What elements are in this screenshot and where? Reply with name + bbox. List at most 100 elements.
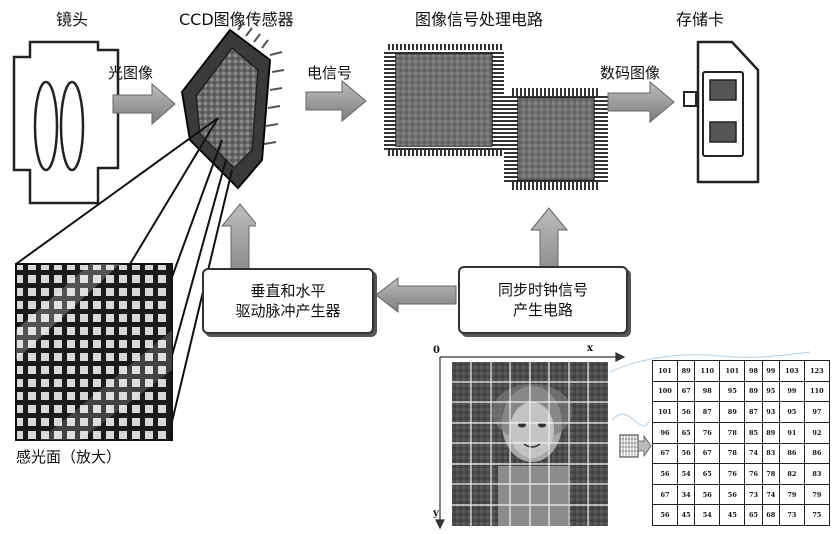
- matrix-cell: 56: [677, 442, 696, 465]
- matrix-cell: 76: [694, 421, 721, 444]
- matrix-cell: 99: [778, 380, 805, 403]
- arrow-clock-to-driver: [375, 276, 457, 314]
- matrix-cell: 78: [761, 463, 780, 485]
- light-image-label: 光图像: [108, 64, 154, 82]
- matrix-cell: 83: [803, 463, 831, 485]
- matrix-cell: 34: [677, 483, 696, 506]
- ccd-chip-icon: [180, 21, 285, 190]
- photosurface-grid: [15, 263, 173, 441]
- matrix-cell: 45: [677, 504, 696, 526]
- driver-box-line2: 驱动脉冲产生器: [235, 302, 341, 320]
- matrix-cell: 76: [719, 463, 746, 485]
- matrix-cell: 65: [694, 463, 721, 485]
- matrix-cell: 76: [744, 463, 763, 485]
- matrix-cell: 73: [744, 483, 763, 506]
- matrix-cell: 65: [677, 421, 696, 444]
- driver-box-line1: 垂直和水平: [250, 282, 326, 300]
- matrix-cell: 85: [744, 421, 763, 444]
- arrow-ccd-to-isp: [305, 79, 367, 123]
- matrix-cell: 100: [651, 380, 679, 403]
- lens-label: 镜头: [56, 10, 89, 29]
- matrix-cell: 65: [744, 504, 763, 526]
- driver-pulse-generator-box: 垂直和水平 驱动脉冲产生器: [202, 268, 374, 334]
- matrix-cell: 110: [803, 380, 831, 403]
- matrix-cell: 97: [803, 401, 831, 423]
- matrix-cell: 79: [803, 483, 831, 506]
- matrix-cell: 54: [677, 463, 696, 485]
- matrix-cell: 101: [651, 401, 679, 423]
- matrix-cell: 89: [677, 360, 696, 382]
- arrow-isp-to-card: [607, 80, 675, 124]
- clock-box-line1: 同步时钟信号: [497, 281, 588, 299]
- photosurface-label: 感光面（放大）: [16, 448, 122, 466]
- matrix-cell: 110: [694, 360, 721, 382]
- isp-chip-large-icon: [384, 44, 504, 156]
- matrix-cell: 78: [719, 421, 746, 444]
- matrix-cell: 74: [761, 483, 780, 506]
- matrix-cell: 92: [803, 421, 831, 444]
- matrix-cell: 79: [778, 483, 805, 506]
- matrix-cell: 67: [651, 442, 679, 465]
- matrix-cell: 91: [778, 421, 805, 444]
- axis-x-label: x: [587, 343, 593, 354]
- matrix-cell: 56: [694, 483, 721, 506]
- matrix-cell: 96: [651, 421, 679, 444]
- matrix-cell: 73: [778, 504, 805, 526]
- matrix-cell: 83: [761, 442, 780, 465]
- matrix-cell: 123: [803, 360, 831, 382]
- matrix-cell: 86: [778, 442, 805, 465]
- matrix-cell: 56: [677, 401, 696, 423]
- clock-box-line2: 产生电路: [512, 301, 573, 319]
- matrix-cell: 103: [778, 360, 805, 382]
- matrix-cell: 54: [694, 504, 721, 526]
- matrix-cell: 87: [744, 401, 763, 423]
- matrix-cell: 101: [719, 360, 746, 382]
- matrix-cell: 98: [694, 380, 721, 403]
- sync-clock-circuit-box: 同步时钟信号 产生电路: [458, 266, 628, 334]
- matrix-cell: 87: [694, 401, 721, 423]
- pixel-grid-icon: [619, 434, 652, 458]
- masked-region: [256, 188, 506, 248]
- electric-signal-label: 电信号: [307, 64, 353, 82]
- matrix-cell: 56: [651, 504, 679, 526]
- axis-y-label: y: [433, 508, 439, 519]
- axis-origin-label: 0: [433, 345, 440, 356]
- matrix-cell: 67: [694, 442, 721, 465]
- memory-card-icon: [683, 40, 760, 184]
- matrix-cell: 78: [719, 442, 746, 465]
- matrix-cell: 74: [744, 442, 763, 465]
- matrix-cell: 89: [761, 421, 780, 444]
- matrix-cell: 75: [803, 504, 831, 526]
- matrix-cell: 95: [778, 401, 805, 423]
- isp-chip-small-icon: [504, 88, 608, 190]
- ccd-label: CCD图像传感器: [179, 10, 294, 29]
- arrow-lens-to-ccd: [112, 82, 176, 126]
- matrix-cell: 89: [719, 401, 746, 423]
- matrix-cell: 45: [719, 504, 746, 526]
- matrix-cell: 86: [803, 442, 831, 465]
- portrait-grid: [452, 362, 608, 526]
- matrix-cell: 93: [761, 401, 780, 423]
- matrix-cell: 101: [651, 360, 679, 382]
- matrix-cell: 99: [761, 360, 780, 382]
- memory-card-label: 存储卡: [676, 10, 725, 29]
- matrix-cell: 89: [744, 380, 763, 403]
- matrix-cell: 95: [719, 380, 746, 403]
- lens-icon: [12, 40, 120, 205]
- matrix-cell: 68: [761, 504, 780, 526]
- image-axes: [435, 352, 626, 530]
- isp-label: 图像信号处理电路: [415, 10, 544, 29]
- matrix-cell: 95: [761, 380, 780, 403]
- matrix-cell: 98: [744, 360, 763, 382]
- matrix-cell: 67: [677, 380, 696, 403]
